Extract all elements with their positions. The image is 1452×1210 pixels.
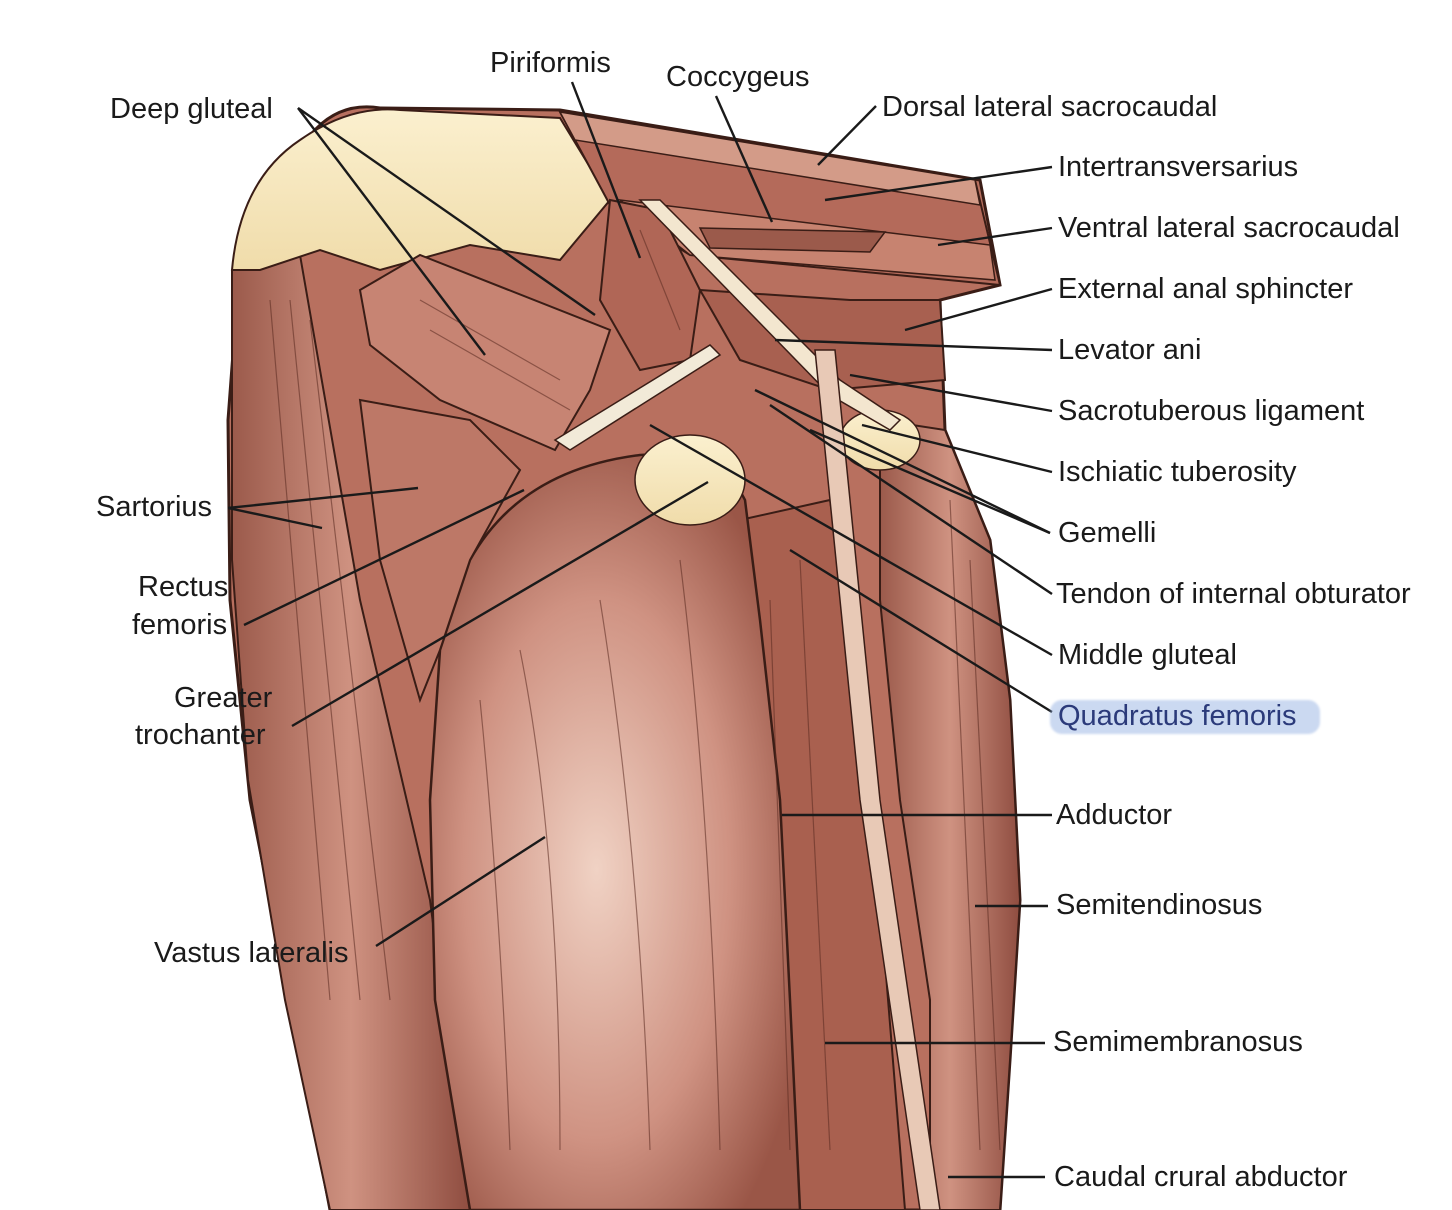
leader-deep-gluteal-1 [297,107,486,356]
label-caudal-crural-abductor: Caudal crural abductor [1054,1161,1348,1193]
label-dorsal-lateral-sacrocaudal: Dorsal lateral sacrocaudal [882,91,1218,123]
coccygeus-muscle [698,227,887,253]
label-rectus-femoris-line1: Rectus [138,571,229,603]
leader-deep-gluteal-2 [297,107,596,316]
quadratus-femoris-highlight [1050,700,1320,734]
label-intertransversarius: Intertransversarius [1058,151,1299,183]
sartorius-muscle [231,253,472,1210]
label-vastus-lateralis: Vastus lateralis [154,937,349,969]
leader-greater-trochanter [291,480,709,728]
label-semitendinosus: Semitendinosus [1056,889,1263,921]
muscle-fiber-lines [269,229,1001,1151]
leader-tendon-internal-obturator [769,404,1053,595]
label-deep-gluteal: Deep gluteal [110,93,273,125]
long-tendon [814,349,941,1210]
label-middle-gluteal: Middle gluteal [1058,639,1237,671]
leader-coccygeus [714,95,774,223]
deep-gluteal-muscle [358,253,612,452]
label-greater-trochanter-line2: trochanter [135,719,266,751]
label-rectus-femoris-line2: femoris [132,609,228,641]
label-external-anal-sphincter: External anal sphincter [1058,273,1353,305]
label-quadratus-femoris: Quadratus femoris [1058,700,1297,732]
leader-gemelli-2 [809,428,1051,535]
label-sartorius: Sartorius [96,491,213,523]
label-ischiatic-tuberosity: Ischiatic tuberosity [1058,456,1297,488]
leader-sartorius-2 [227,506,323,530]
leader-intertransversarius [824,165,1053,202]
leader-ischiatic-tuberosity [861,423,1053,474]
leader-levator-ani [774,338,1053,352]
label-coccygeus: Coccygeus [666,61,810,93]
leader-gemelli-1 [754,388,1051,535]
leader-rectus-femoris [243,488,525,627]
rectus-femoris-muscle [358,398,522,704]
leader-sacrotuberous-ligament [849,373,1053,413]
leader-ventral-lateral-sacrocaudal [937,226,1053,247]
cut-tendon [553,344,722,451]
leader-middle-gluteal [649,423,1053,657]
label-adductor: Adductor [1056,799,1173,831]
label-levator-ani: Levator ani [1058,334,1202,366]
leader-piriformis [570,81,642,259]
label-tendon-internal-obturator: Tendon of internal obturator [1056,578,1411,610]
label-semimembranosus: Semimembranosus [1053,1026,1303,1058]
vastus-lateralis-muscle [428,453,802,1210]
leader-external-anal-sphincter [904,287,1053,332]
leader-sartorius-1 [227,486,419,510]
leader-dorsal-lateral-sacrocaudal [817,105,877,166]
leader-vastus-lateralis [375,835,546,948]
label-ventral-lateral-sacrocaudal: Ventral lateral sacrocaudal [1058,212,1400,244]
leader-quadratus-femoris [789,548,1053,714]
iliac-crest [230,108,612,272]
leader-lines [227,81,1053,1179]
label-sacrotuberous-ligament: Sacrotuberous ligament [1058,395,1365,427]
label-greater-trochanter-line1: Greater [174,682,273,714]
label-piriformis: Piriformis [490,47,611,79]
label-gemelli: Gemelli [1058,517,1157,549]
